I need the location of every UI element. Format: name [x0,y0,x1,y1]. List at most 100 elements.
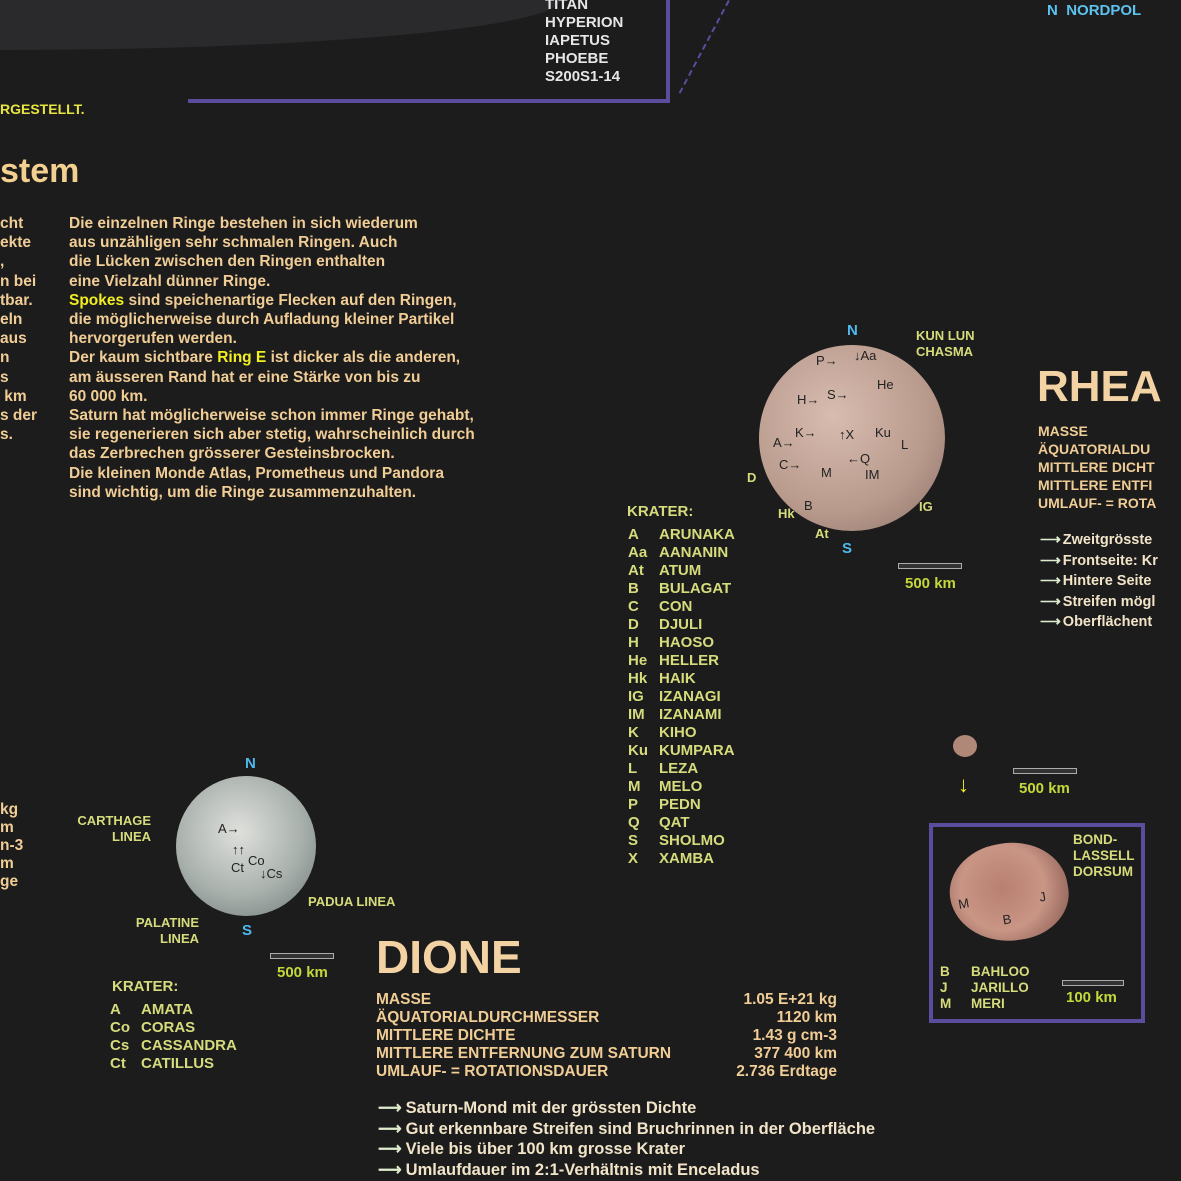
property-label: MASSE [376,991,432,1008]
bullet-text: Viele bis über 100 km grosse Krater [405,1140,686,1158]
nordpol-legend: N NORDPOL [1047,2,1141,19]
paragraph-line: Die kleinen Monde Atlas, Prometheus und … [69,464,475,483]
text-fragment: kg [0,801,19,818]
scale-label: 500 km [277,964,328,981]
dione-south: S [242,922,253,939]
paragraph-line: die möglicherweise durch Aufladung klein… [69,310,475,329]
property-label: MITTLERE DICHT [1038,459,1155,475]
text-fragment: m [0,819,14,836]
krater-item: Co CORAS [110,1019,237,1037]
krater-item: K KIHO [628,724,735,742]
bullet-text: Umlaufdauer im 2:1-Verhältnis mit Encela… [405,1160,760,1179]
bullet-text: Streifen mögl [1062,593,1156,610]
arrow-right-icon: ⟶ [378,1140,402,1158]
krater-abbr: K [628,724,639,741]
bullet-item: ⟶Oberflächent [1040,612,1158,633]
krater-name: CATILLUS [141,1055,215,1072]
krater-name: PEDN [659,796,701,813]
paragraph-line: hervorgerufen werden. [69,329,475,348]
paragraph-line: aus unzähligen sehr schmalen Ringen. Auc… [69,233,475,252]
paragraph-line: Die einzelnen Ringe bestehen in sich wie… [69,214,475,233]
arrow-right-icon: ⟶ [1040,552,1061,569]
paragraph-line: sind wichtig, um die Ringe zusammenzuhal… [69,483,475,502]
property-value: 1.43 g cm-3 [752,1027,837,1044]
scale-label: 100 km [1066,989,1117,1006]
krater-abbr: Aa [628,544,648,561]
krater-name: CON [659,598,693,615]
krater-name: BAHLOO [971,964,1030,979]
krater-name: CORAS [141,1019,196,1036]
nordpol-abbr: N [1047,2,1058,19]
dione-north: N [245,755,256,772]
moon-name: PHOEBE [545,50,609,67]
bullet-text: Frontseite: Kr [1062,552,1158,569]
text-fragment: , [0,253,5,271]
text-fragment: km [0,387,27,405]
bullet-item: ⟶Frontseite: Kr [1040,551,1158,572]
caption-fragment: RGESTELLT. [0,101,85,117]
text-fragment: s [0,368,9,386]
krater-abbr: At [628,562,644,579]
moon-name: IAPETUS [545,32,611,49]
paragraph-line: am äusseren Rand hat er eine Stärke von … [69,368,475,387]
scale-bar [1062,980,1124,986]
property-label: MASSE [1038,423,1088,439]
krater-abbr: Co [110,1019,130,1036]
property-row: MASSE 1.05 E+21 kg [376,991,837,1009]
text-fragment: aus [0,330,27,348]
nordpol-label: NORDPOL [1066,2,1142,19]
krater-name: IZANAMI [659,706,722,723]
text-run: sind wichtig, um die Ringe zusammenzuhal… [69,483,417,501]
krater-abbr: P [628,796,639,813]
text-run: hervorgerufen werden. [69,330,237,348]
arrow-right-icon: ⟶ [1040,593,1061,610]
text-fragment: s. [0,426,13,444]
text-fragment: n [0,349,10,367]
text-run: ist dicker als die anderen, [266,349,461,367]
krater-name: SHOLMO [659,832,725,849]
krater-abbr: Q [628,814,640,831]
krater-abbr: M [628,778,641,795]
krater-abbr: He [628,652,648,669]
krater-name: KIHO [659,724,697,741]
arrow-right-icon: ⟶ [378,1160,402,1179]
bullet-text: Zweitgrösste [1062,532,1153,548]
property-value: 1.05 E+21 kg [743,991,838,1008]
label-d: D [747,470,757,485]
bullet-text: Hintere Seite [1062,573,1152,589]
krater-name: ARUNAKA [659,526,735,543]
rings-paragraph: Die einzelnen Ringe bestehen in sich wie… [69,214,475,502]
property-value: 2.736 Erdtage [736,1063,837,1080]
krater-name: CASSANDRA [141,1037,237,1054]
rhea-bullets: ⟶Zweitgrösste⟶Frontseite: Kr⟶Hintere Sei… [1040,530,1158,633]
text-run: sie regenerieren sich aber stetig, wahrs… [69,426,475,444]
krater-abbr: X [628,850,639,867]
moon-name: TITAN [545,0,589,13]
bullet-item: ⟶Zweitgrösste [1040,530,1158,551]
highlight-term: Spokes [69,291,125,309]
paragraph-line: eine Vielzahl dünner Ringe. [69,272,475,291]
scale-bar [898,563,962,569]
saturn-image [0,0,560,50]
krater-name: LEZA [659,760,699,777]
section-title: stem [0,152,80,190]
paragraph-line: Der kaum sichtbare Ring E ist dicker als… [69,348,475,367]
property-label: MITTLERE ENTFERNUNG ZUM SATURN [376,1045,672,1062]
krater-name: MELO [659,778,703,795]
krater-name: HELLER [659,652,719,669]
krater-item: P PEDN [628,796,735,814]
